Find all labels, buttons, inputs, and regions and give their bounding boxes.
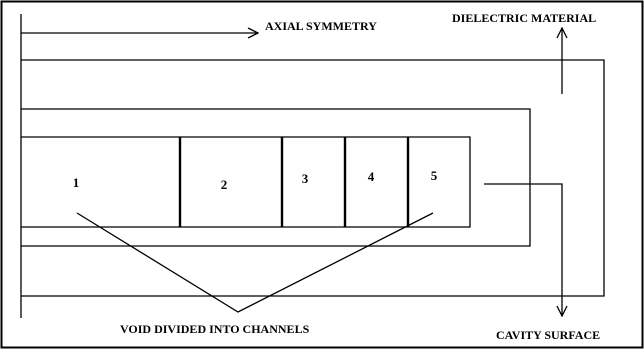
dielectric-boundary: [21, 59, 605, 297]
channel-number: 2: [221, 177, 228, 192]
void-region: [21, 136, 471, 228]
cavity-surface-arrow: [484, 183, 562, 316]
dielectric-material-label: DIELECTRIC MATERIAL: [452, 11, 596, 25]
cavity-surface-label: CAVITY SURFACE: [496, 328, 600, 342]
void-leader-lines: [76, 212, 434, 313]
void-divided-label: VOID DIVIDED INTO CHANNELS: [120, 322, 310, 336]
channel-number: 4: [368, 169, 375, 184]
cavity-surface-boundary: [21, 108, 531, 247]
channel-number: 3: [302, 171, 309, 186]
channel-number: 1: [73, 175, 80, 190]
axial-symmetry-label: AXIAL SYMMETRY: [265, 19, 377, 33]
channel-number: 5: [431, 168, 438, 183]
